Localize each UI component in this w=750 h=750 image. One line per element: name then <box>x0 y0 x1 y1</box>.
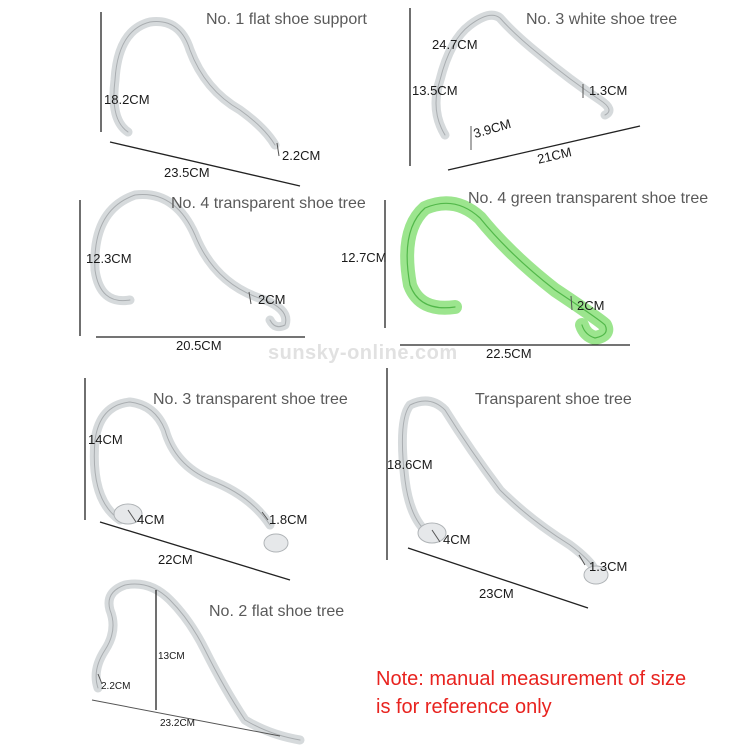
dim-label-length-4: 22.5CM <box>486 346 532 361</box>
dim-label-width-7: 2.2CM <box>101 681 131 692</box>
dim-line-length-2 <box>447 125 641 171</box>
dim-line-length-6 <box>407 547 589 609</box>
dim-label-height-1: 18.2CM <box>104 92 150 107</box>
panel-title-3: No. 4 transparent shoe tree <box>171 195 366 212</box>
dim-line-length-1 <box>109 141 301 187</box>
shoe-tree-clear-shape <box>397 396 609 585</box>
dim-line-depth-6 <box>431 529 441 543</box>
dim-label-length-7: 23.2CM <box>160 718 196 729</box>
dim-label-width-1: 2.2CM <box>282 148 321 163</box>
panel-title-1: No. 1 flat shoe support <box>206 11 367 28</box>
dim-label-tip-5: 1.8CM <box>269 512 308 527</box>
dim-line-width-7 <box>97 673 103 685</box>
dim-label-length-5: 22CM <box>158 552 193 567</box>
panel-title-2: No. 3 white shoe tree <box>526 11 678 28</box>
shoe-tree-green-shape <box>400 196 614 345</box>
dim-line-width-1 <box>276 142 280 157</box>
dim-line-depth-5 <box>127 509 137 523</box>
dim-label-curve-2: 24.7CM <box>432 37 478 52</box>
dim-line-width-4 <box>570 295 573 311</box>
shoe-support-1-shape <box>109 17 280 150</box>
dim-label-height-3: 12.3CM <box>86 251 132 266</box>
shoe-tree-white-shape <box>431 10 614 140</box>
panel-title-4: No. 4 green transparent shoe tree <box>468 190 709 207</box>
watermark: sunsky-online.com <box>268 342 458 364</box>
shoe-tree-2-shape <box>91 579 305 745</box>
dim-label-depth-5: 4CM <box>137 512 165 527</box>
dim-label-height-7: 13CM <box>158 651 185 662</box>
dim-label-length-3: 20.5CM <box>176 338 222 353</box>
dim-label-width-3: 2CM <box>258 292 286 307</box>
panel-title-7: No. 2 flat shoe tree <box>209 603 345 620</box>
panel-title-6: Transparent shoe tree <box>475 391 632 408</box>
dim-line-tip-5 <box>261 511 269 521</box>
dim-label-height-4: 12.7CM <box>341 250 387 265</box>
shoe-tree-3-clear-shape <box>89 397 289 553</box>
dim-label-tip-6: 1.3CM <box>589 559 628 574</box>
dim-line-length-5 <box>99 521 291 581</box>
dim-label-height-6: 18.6CM <box>387 457 433 472</box>
shoe-tree-4-clear-shape <box>90 190 291 332</box>
panel-title-5: No. 3 transparent shoe tree <box>153 391 348 408</box>
dim-line-width-3 <box>248 291 252 305</box>
dim-label-height-2: 13.5CM <box>412 83 458 98</box>
measurement-note: Note: manual measurement of size is for … <box>376 668 687 718</box>
dim-label-height-5: 14CM <box>88 432 123 447</box>
dim-label-length-1: 23.5CM <box>164 165 210 180</box>
dim-label-width-4: 2CM <box>577 298 605 313</box>
dim-line-tip-6 <box>578 554 586 566</box>
dim-label-tip-2: 1.3CM <box>589 83 628 98</box>
dim-label-depth-6: 4CM <box>443 532 471 547</box>
dim-label-length-6: 23CM <box>479 586 514 601</box>
dim-line-length-7 <box>91 699 281 737</box>
